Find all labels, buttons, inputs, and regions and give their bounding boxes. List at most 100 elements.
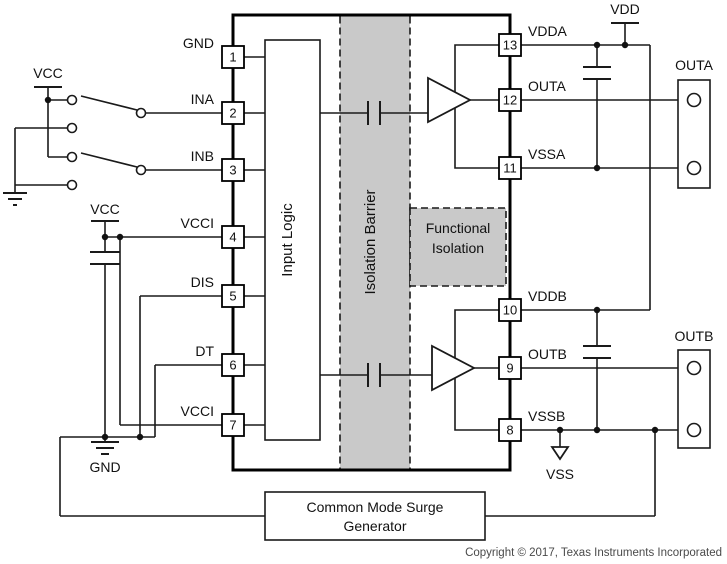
pin-left-7: 7 VCCI [181, 403, 265, 437]
pin-label: VCCI [181, 215, 214, 231]
pin-number: 2 [229, 106, 236, 121]
vss-label: VSS [546, 466, 574, 482]
pin-box [221, 45, 245, 69]
switch-lever [80, 152, 138, 168]
junction-dot [136, 433, 144, 441]
vcc-top-label: VCC [33, 65, 63, 81]
pin-number: 3 [229, 163, 236, 178]
decoupling-cap-a [583, 41, 611, 172]
pin-label: DIS [191, 274, 214, 290]
switch-lever [80, 95, 138, 111]
outa-label: OUTA [675, 57, 714, 73]
left-ground [3, 127, 67, 206]
vdd-label: VDD [610, 1, 640, 17]
switch-common-terminal [135, 107, 147, 119]
vcc-top-rail: VCC [33, 65, 67, 158]
switch-inb [66, 151, 222, 191]
pin-box [221, 353, 245, 377]
pin-label: OUTB [528, 346, 567, 362]
pin-label: VDDB [528, 288, 567, 304]
pin-label: INB [191, 148, 214, 164]
pin-box [221, 225, 245, 249]
outb-connector: OUTB [675, 328, 714, 449]
driver-buffer-a-icon [427, 76, 472, 124]
copyright-text: Copyright © 2017, Texas Instruments Inco… [465, 547, 722, 559]
pin-number: 1 [229, 50, 236, 65]
pin-right-10: 10 VDDB [498, 288, 650, 322]
pin-label: INA [191, 91, 215, 107]
pin-box [221, 413, 245, 437]
pin-left-3: 3 INB [191, 148, 265, 182]
pin-right-12: 12 OUTA [498, 78, 687, 112]
isolation-barrier-label: Isolation Barrier [362, 189, 379, 294]
pin-number: 7 [229, 418, 236, 433]
outa-connector: OUTA [675, 57, 714, 189]
pin-label: VCCI [181, 403, 214, 419]
wire [454, 108, 499, 169]
junction-dot [593, 41, 601, 49]
switch-throw-terminal [66, 179, 78, 191]
pin-label: VSSB [528, 408, 565, 424]
pin-left-6: 6 DT [195, 343, 265, 377]
pin-box [498, 156, 522, 180]
vcc-mid-rail: VCC GND [89, 201, 120, 475]
pin-box [498, 298, 522, 322]
switch-throw-terminal [66, 94, 78, 106]
vdd-rail: VDD [610, 1, 651, 310]
pin-label: OUTA [528, 78, 567, 94]
channel-a [320, 44, 499, 169]
pin-number: 8 [506, 423, 513, 438]
pin-label: DT [195, 343, 214, 359]
surge-generator: Common Mode Surge Generator [59, 426, 659, 541]
connector-terminal [686, 92, 702, 108]
connector-terminal [686, 422, 702, 438]
pin-box [221, 284, 245, 308]
vcc-mid-label: VCC [90, 201, 120, 217]
pin-left-4: 4 VCCI [181, 215, 265, 249]
pin-label: GND [183, 35, 214, 51]
pin-number: 10 [503, 303, 517, 318]
vss-ground-icon [550, 446, 570, 461]
switch-throw-terminal [66, 122, 78, 134]
wire [454, 309, 499, 358]
functional-isolation-box [409, 207, 507, 287]
junction-dot [621, 41, 629, 49]
pin-box [498, 418, 522, 442]
junction-dot [101, 233, 109, 241]
decoupling-cap-b [583, 306, 611, 434]
pin-right-11: 11 VSSA [498, 146, 687, 180]
pin-label: VDDA [528, 23, 568, 39]
channel-b [320, 309, 499, 431]
pin-number: 12 [503, 93, 517, 108]
pin-left-5: 5 DIS [191, 274, 265, 308]
surge-generator-label: Common Mode Surge [307, 499, 444, 515]
wire [454, 44, 499, 92]
outb-label: OUTB [675, 328, 714, 344]
pin-box [498, 88, 522, 112]
pin-number: 9 [506, 361, 513, 376]
isolation-barrier-band [340, 16, 410, 469]
pin-number: 6 [229, 358, 236, 373]
pin-box [221, 158, 245, 182]
pin-left-1: 1 GND [183, 35, 265, 69]
pin-label: VSSA [528, 146, 566, 162]
wire [454, 378, 499, 431]
pin-number: 13 [503, 38, 517, 53]
switch-throw-terminal [66, 151, 78, 163]
functional-isolation-label: Functional [426, 220, 491, 236]
pin-right-9: 9 OUTB [498, 346, 687, 380]
input-logic-box [264, 39, 321, 441]
pin-box [498, 33, 522, 57]
input-logic-label: Input Logic [279, 203, 296, 277]
junction-dot [116, 233, 124, 241]
junction-dot [44, 96, 52, 104]
connector-terminal [686, 160, 702, 176]
switch-ina [66, 94, 222, 134]
vss-symbol: VSS [546, 426, 574, 482]
junction-dot [651, 426, 659, 434]
pin-number: 11 [503, 161, 517, 176]
junction-dot [593, 426, 601, 434]
pin-box [221, 101, 245, 125]
